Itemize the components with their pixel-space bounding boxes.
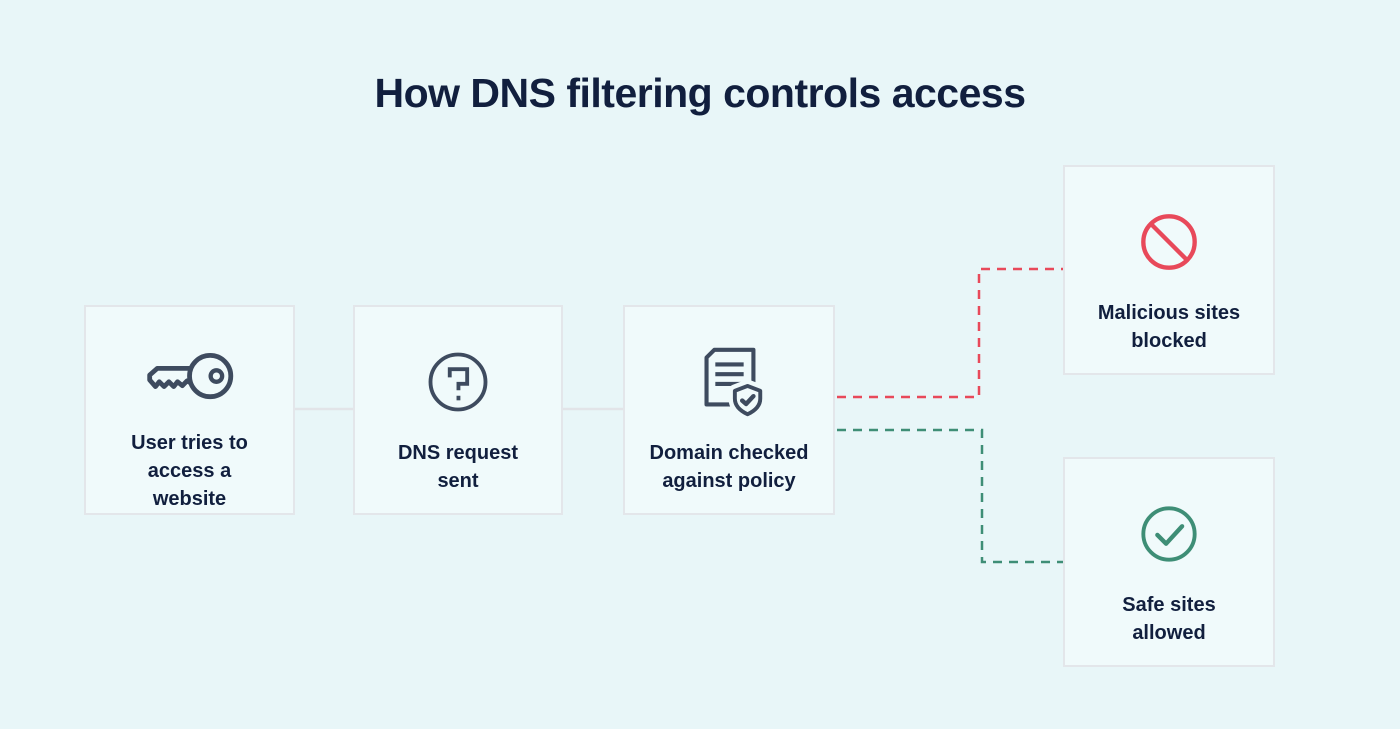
- node-label: Safe sites allowed: [1122, 594, 1216, 644]
- node-domain-checked: Domain checked against policy: [623, 305, 835, 515]
- node-label: Malicious sites blocked: [1097, 302, 1241, 352]
- blocked-icon: [1138, 199, 1200, 285]
- check-icon: [1138, 491, 1200, 577]
- document-shield-icon: [685, 339, 773, 425]
- node-label: DNS request sent: [397, 442, 519, 492]
- connector-domain-to-allowed: [837, 428, 1063, 564]
- node-label: User tries to access a website: [131, 432, 248, 510]
- node-safe-allowed: Safe sites allowed: [1063, 457, 1275, 667]
- node-malicious-blocked: Malicious sites blocked: [1063, 165, 1275, 375]
- node-dns-request: DNS request sent: [353, 305, 563, 515]
- node-user-tries: User tries to access a website: [84, 305, 295, 515]
- question-icon: [425, 339, 491, 425]
- node-label: Domain checked against policy: [649, 442, 809, 492]
- connector-domain-to-blocked: [837, 267, 1063, 399]
- page-title: How DNS filtering controls access: [374, 70, 1026, 116]
- key-icon: [142, 339, 238, 415]
